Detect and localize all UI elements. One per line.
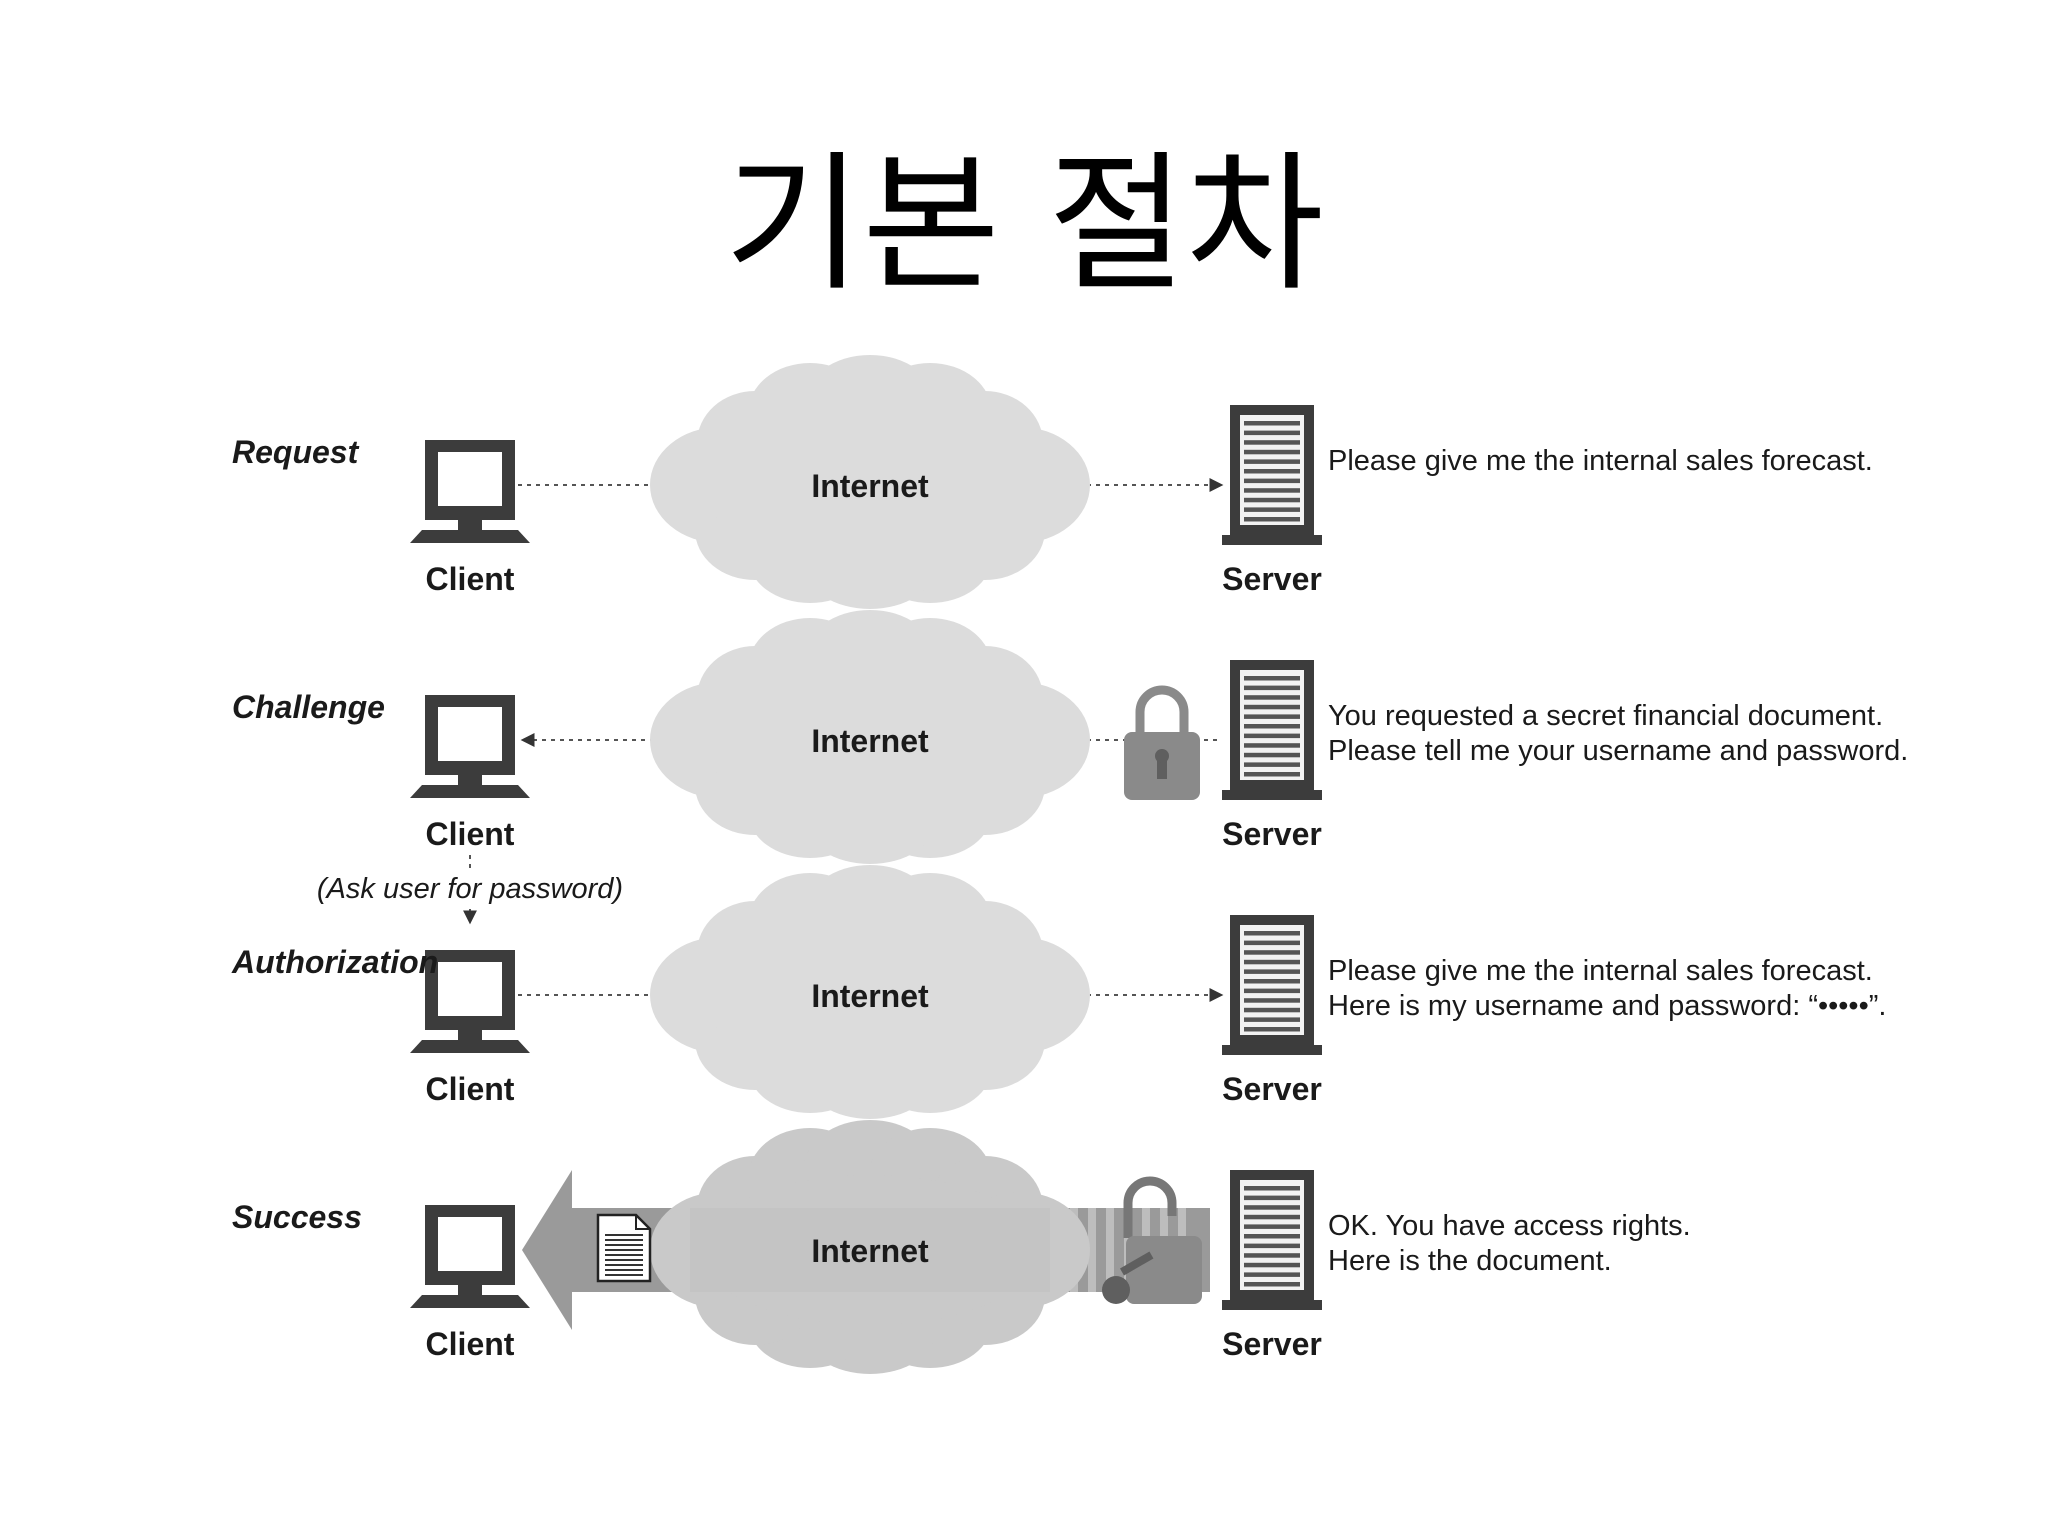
internet-label: Internet [811, 468, 929, 504]
server-message-line: OK. You have access rights. [1328, 1210, 1691, 1242]
server-label: Server [1222, 1071, 1322, 1107]
cloud-icon [650, 610, 1090, 864]
client-label: Client [426, 816, 515, 852]
client-computer-icon [410, 440, 530, 543]
server-icon [1222, 1170, 1322, 1310]
step-label: Success [232, 1199, 362, 1235]
document-icon [596, 1213, 652, 1283]
internet-label: Internet [811, 1233, 929, 1269]
server-message-line: Here is my username and password: “•••••… [1328, 990, 1886, 1022]
client-label: Client [426, 561, 515, 597]
server-message-line: Please give me the internal sales foreca… [1328, 445, 1873, 477]
internet-label: Internet [811, 978, 929, 1014]
server-label: Server [1222, 1326, 1322, 1362]
server-icon [1222, 915, 1322, 1055]
client-computer-icon [410, 695, 530, 798]
step-label: Challenge [232, 689, 385, 725]
lock-closed-icon [1124, 685, 1200, 800]
ask-password-note: (Ask user for password) [317, 873, 623, 905]
server-message-line: Here is the document. [1328, 1245, 1612, 1277]
server-icon [1222, 405, 1322, 545]
server-label: Server [1222, 816, 1322, 852]
server-label: Server [1222, 561, 1322, 597]
cloud-icon [650, 355, 1090, 609]
cloud-icon [650, 865, 1090, 1119]
internet-label: Internet [811, 723, 929, 759]
client-label: Client [426, 1071, 515, 1107]
client-computer-icon [410, 950, 530, 1053]
page-title: 기본 절차 [724, 138, 1324, 312]
lock-open-icon [1102, 1176, 1202, 1304]
step-label: Authorization [231, 944, 438, 980]
client-computer-icon [410, 1205, 530, 1308]
server-message-line: You requested a secret financial documen… [1328, 700, 1883, 732]
step-label: Request [232, 434, 360, 470]
client-label: Client [426, 1326, 515, 1362]
server-message-line: Please give me the internal sales foreca… [1328, 955, 1873, 987]
server-icon [1222, 660, 1322, 800]
server-message-line: Please tell me your username and passwor… [1328, 735, 1908, 767]
